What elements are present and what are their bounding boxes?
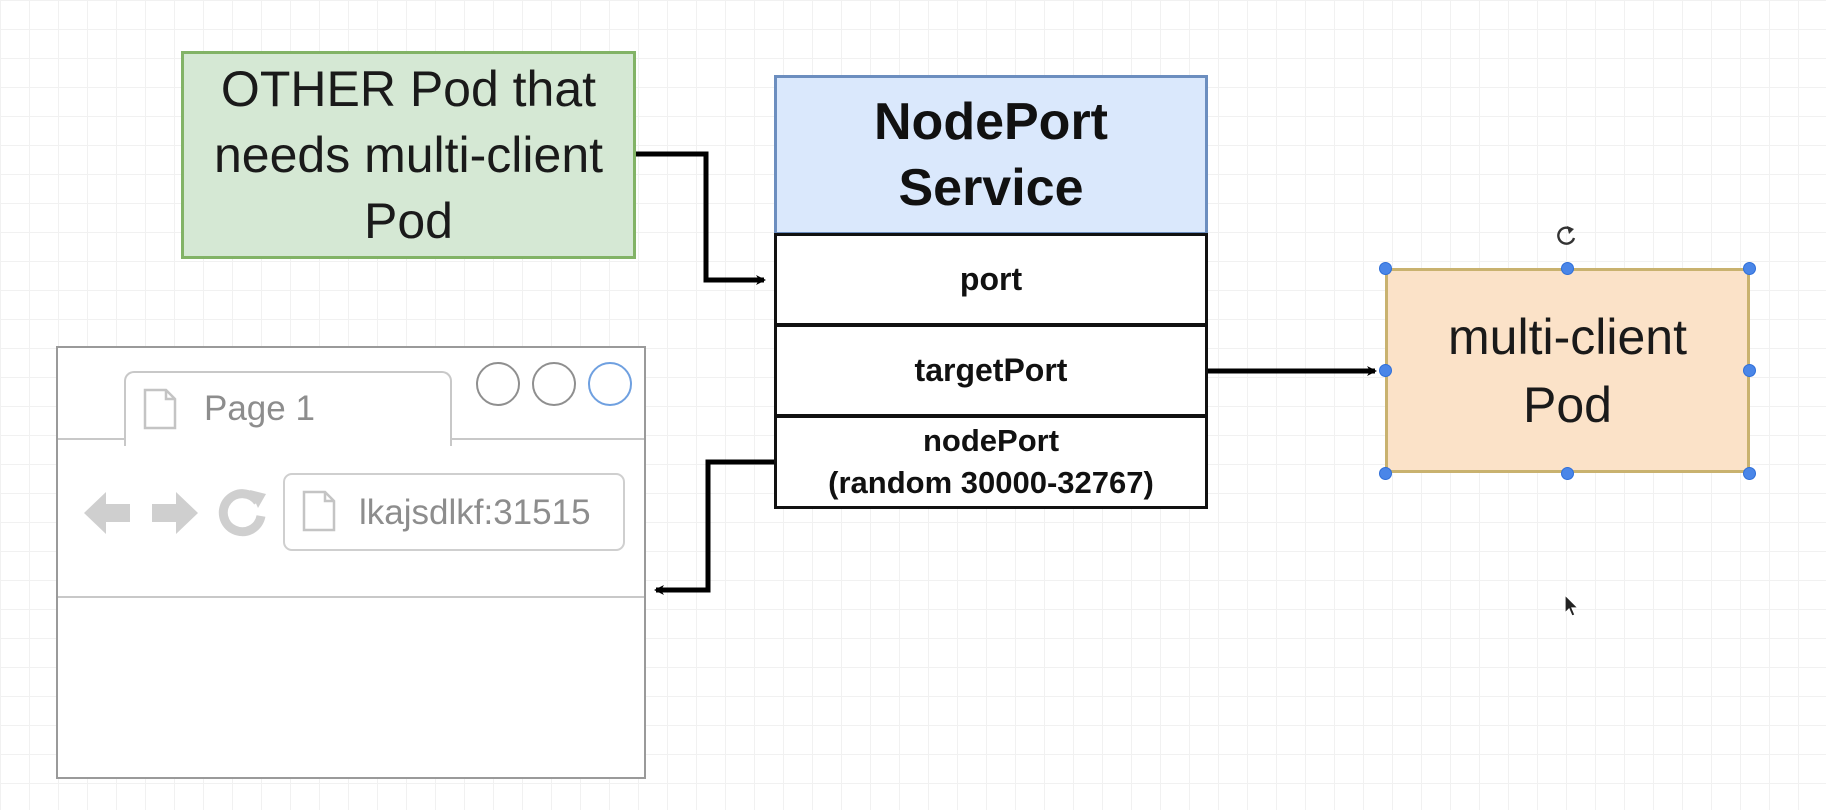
port-label: port bbox=[959, 261, 1023, 297]
multi-client-pod-line1: multi-client bbox=[1448, 308, 1687, 365]
window-button-3[interactable] bbox=[588, 362, 632, 406]
window-button-2[interactable] bbox=[532, 362, 576, 406]
resize-handle-top[interactable] bbox=[1561, 262, 1574, 275]
arrow-other-pod-to-port[interactable] bbox=[636, 151, 766, 285]
arrow-nodeport-to-browser[interactable] bbox=[654, 459, 774, 595]
other-pod-box[interactable]: OTHER Pod that needs multi-client Pod bbox=[181, 51, 636, 259]
multi-client-pod-box[interactable]: multi-client Pod bbox=[1385, 268, 1750, 473]
resize-handle-top-left[interactable] bbox=[1379, 262, 1392, 275]
browser-window[interactable]: Page 1 lkajsdlkf:31515 bbox=[56, 346, 646, 779]
service-title-line2: Service bbox=[898, 159, 1084, 217]
resize-handle-bottom-left[interactable] bbox=[1379, 467, 1392, 480]
service-row-target-port[interactable]: targetPort bbox=[774, 324, 1208, 417]
resize-handle-top-right[interactable] bbox=[1743, 262, 1756, 275]
page-icon bbox=[143, 388, 177, 430]
node-port-range: (random 30000-32767) bbox=[828, 465, 1154, 500]
target-port-label: targetPort bbox=[914, 352, 1068, 388]
other-pod-line3: Pod bbox=[364, 193, 453, 249]
window-button-1[interactable] bbox=[476, 362, 520, 406]
service-title-line1: NodePort bbox=[874, 93, 1108, 151]
forward-arrow-icon[interactable] bbox=[148, 486, 202, 540]
service-row-port[interactable]: port bbox=[774, 233, 1208, 326]
address-text: lkajsdlkf:31515 bbox=[359, 493, 591, 532]
address-bar[interactable]: lkajsdlkf:31515 bbox=[283, 473, 625, 551]
resize-handle-bottom-right[interactable] bbox=[1743, 467, 1756, 480]
tab-label: Page 1 bbox=[204, 389, 315, 428]
other-pod-line1: OTHER Pod that bbox=[220, 61, 597, 117]
toolbar-divider bbox=[58, 596, 644, 598]
back-arrow-icon[interactable] bbox=[80, 486, 134, 540]
service-row-node-port[interactable]: nodePort (random 30000-32767) bbox=[774, 415, 1208, 509]
rotate-icon[interactable] bbox=[1552, 222, 1580, 250]
multi-client-pod-line2: Pod bbox=[1523, 376, 1612, 433]
resize-handle-bottom[interactable] bbox=[1561, 467, 1574, 480]
browser-tab[interactable]: Page 1 bbox=[124, 371, 452, 446]
resize-handle-right[interactable] bbox=[1743, 364, 1756, 377]
page-icon bbox=[302, 490, 336, 532]
nodeport-service-header[interactable]: NodePort Service bbox=[774, 75, 1208, 235]
node-port-label: nodePort bbox=[922, 423, 1060, 458]
other-pod-line2: needs multi-client bbox=[213, 127, 604, 183]
resize-handle-left[interactable] bbox=[1379, 364, 1392, 377]
reload-icon[interactable] bbox=[216, 486, 270, 540]
cursor-icon bbox=[1564, 593, 1580, 617]
